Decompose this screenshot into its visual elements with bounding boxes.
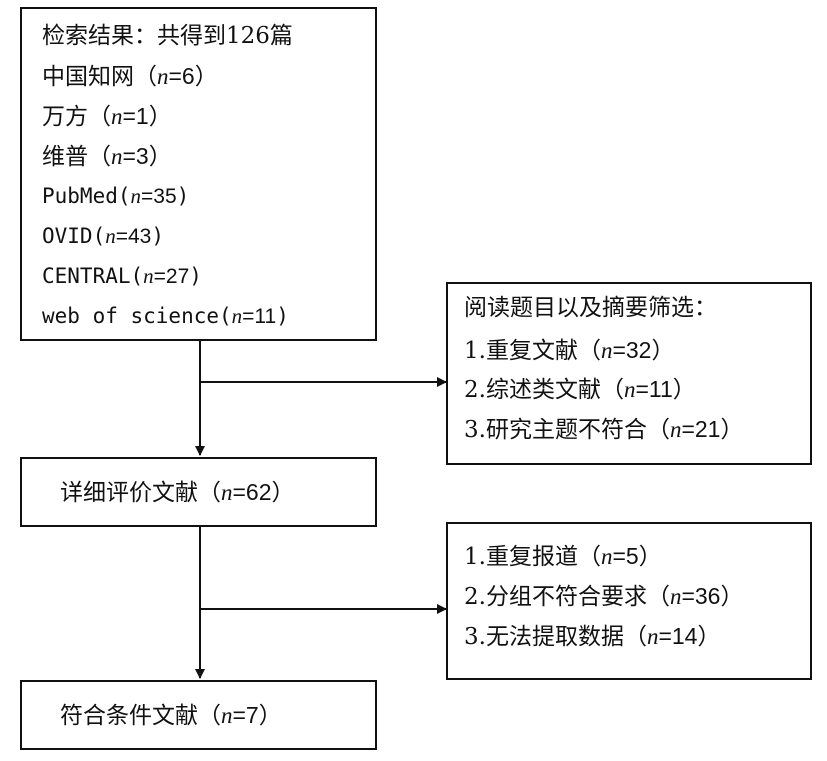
included-studies-label: 符合条件文献（n=7） <box>60 702 282 729</box>
source-wanfang: 万方（n=1） <box>42 103 172 130</box>
exclusion-duplicate-reports: 1.重复报道（n=5） <box>464 543 662 570</box>
exclusion-duplicates: 1.重复文献（n=32） <box>464 337 675 364</box>
full-text-review-label: 详细评价文献（n=62） <box>60 479 295 506</box>
full-text-exclusion-box: 1.重复报道（n=5） 2.分组不符合要求（n=36） 3.无法提取数据（n=1… <box>446 522 812 680</box>
exclusion-topic-mismatch: 3.研究主题不符合（n=21） <box>464 416 744 443</box>
full-text-review-box: 详细评价文献（n=62） <box>20 457 377 527</box>
source-vip: 维普（n=3） <box>42 143 172 170</box>
exclusion-no-extractable-data: 3.无法提取数据（n=14） <box>464 623 721 650</box>
exclusion-grouping-mismatch: 2.分组不符合要求（n=36） <box>464 583 744 610</box>
screening-heading: 阅读题目以及摘要筛选： <box>464 295 717 321</box>
source-cnki: 中国知网（n=6） <box>42 63 218 90</box>
source-central: CENTRAL(n=27) <box>42 264 202 288</box>
title-abstract-screening-box: 阅读题目以及摘要筛选： 1.重复文献（n=32） 2.综述类文献（n=11） 3… <box>446 282 812 465</box>
source-pubmed: PubMed(n=35) <box>42 184 190 208</box>
search-results-total: 检索结果：共得到126篇 <box>42 23 293 49</box>
exclusion-reviews: 2.综述类文献（n=11） <box>464 376 696 403</box>
source-ovid: OVID(n=43) <box>42 224 164 248</box>
search-results-box: 检索结果：共得到126篇 中国知网（n=6） 万方（n=1） 维普（n=3） P… <box>20 7 377 341</box>
source-web-of-science: web of science(n=11) <box>42 304 289 328</box>
included-studies-box: 符合条件文献（n=7） <box>20 680 377 750</box>
